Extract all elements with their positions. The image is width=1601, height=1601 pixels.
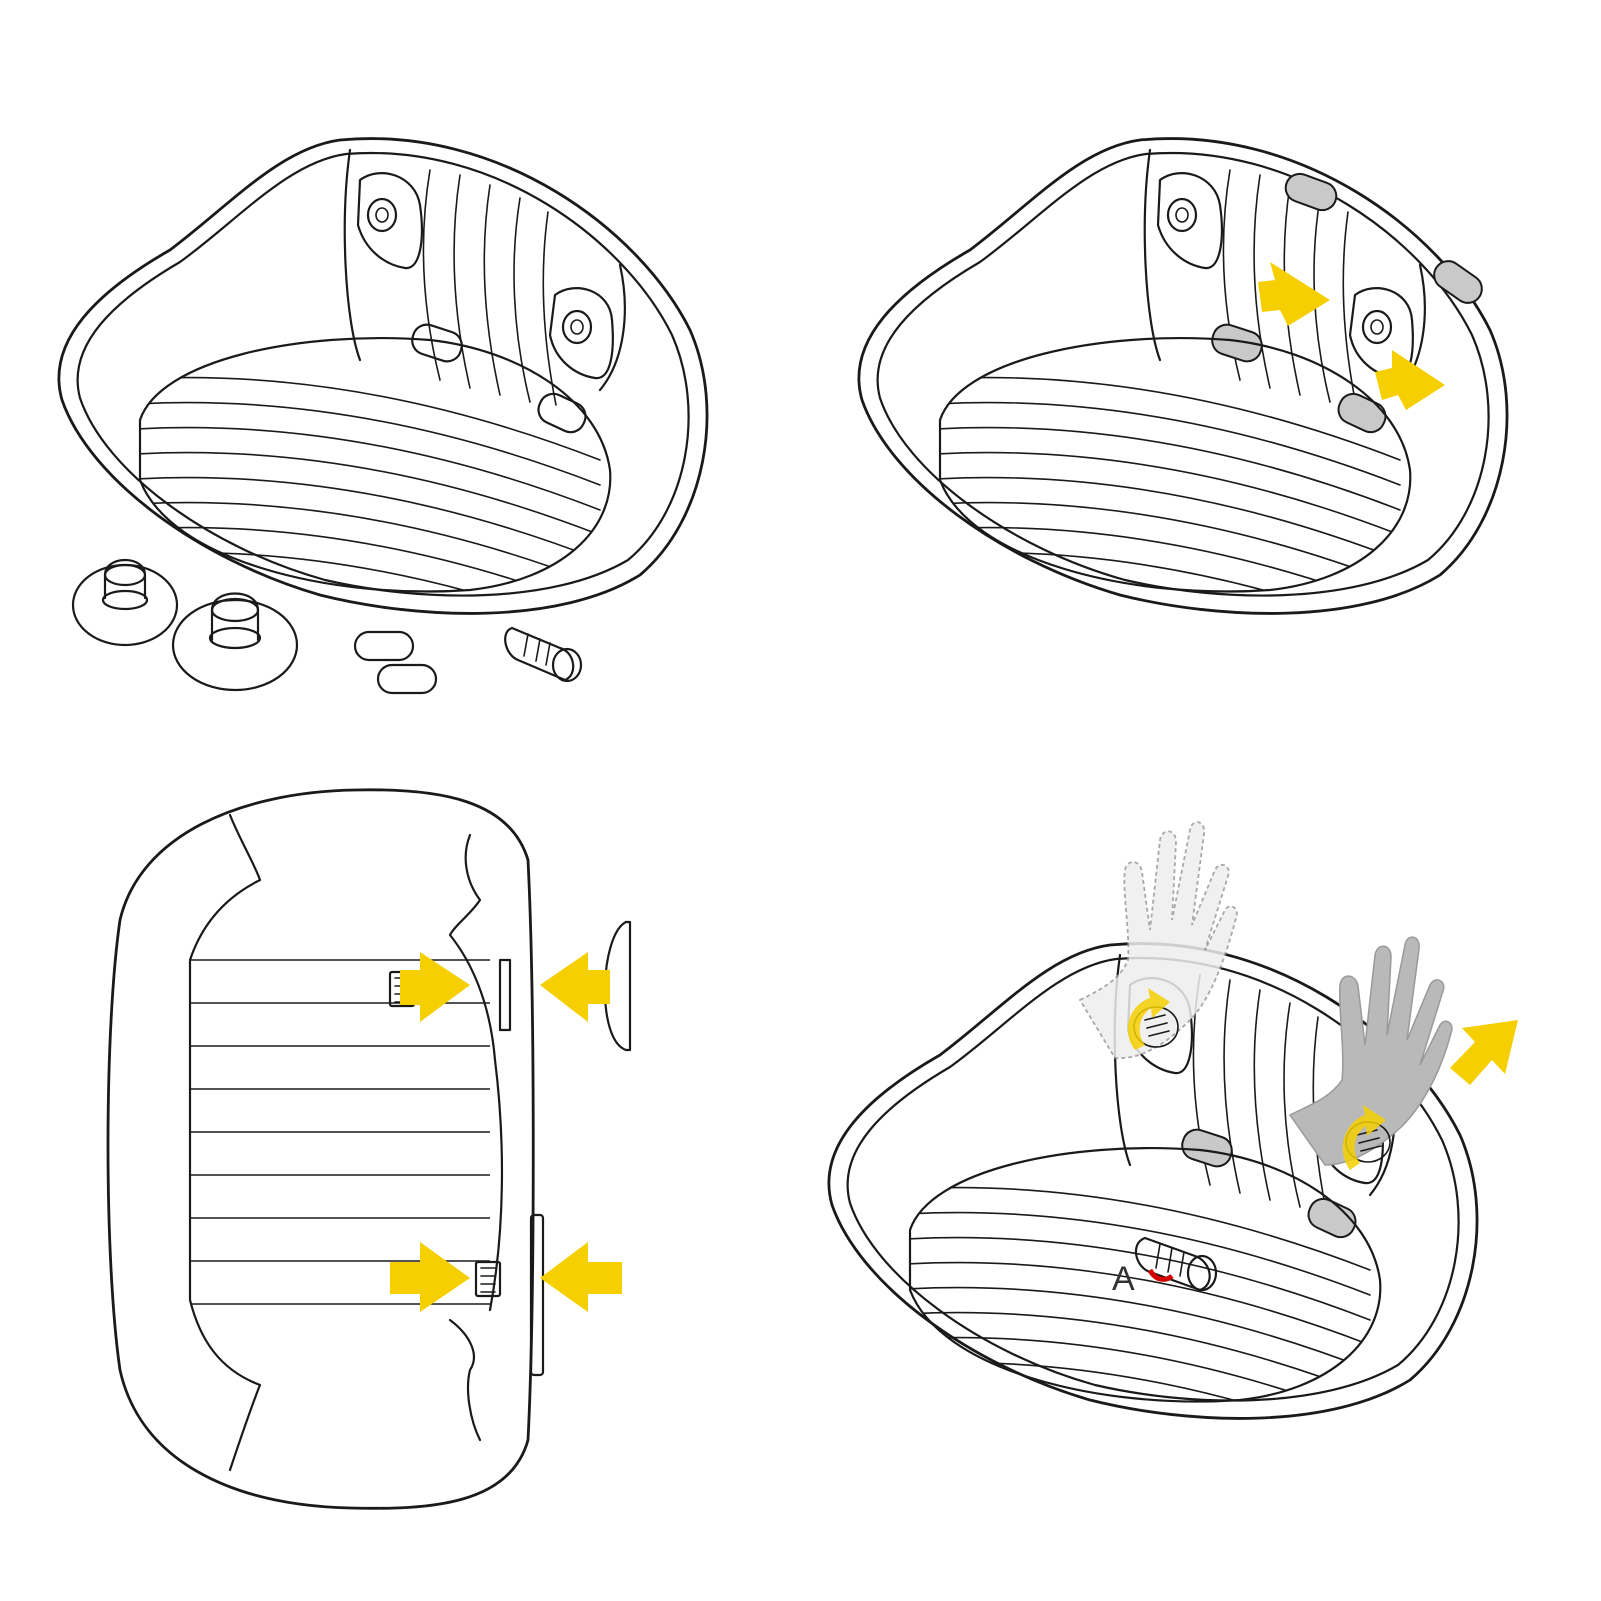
step-2-arrow-left — [1258, 262, 1330, 326]
step-1-pad-slot-left — [411, 323, 463, 363]
step-4-arrow-pull — [1450, 1020, 1518, 1085]
step-4-ghost-hand — [1078, 821, 1238, 1059]
step-4-knob-floor — [1134, 1236, 1218, 1292]
step-3-arrow-top-left — [400, 952, 470, 1022]
step-1-suction-cup-1 — [71, 559, 179, 647]
step-4-marker-dot — [1147, 1268, 1174, 1282]
step-4-hand — [1288, 936, 1453, 1170]
step-4-rotate-arrow-left — [1127, 988, 1170, 1050]
step-1-adhesive-pads — [353, 630, 438, 695]
step-4-marker-label: A — [1112, 1260, 1135, 1298]
step-1-knob — [504, 626, 583, 683]
step-3-grip-bottom — [474, 1260, 502, 1298]
step-4-pad-right — [1307, 1197, 1357, 1239]
step-2-attach-pads — [857, 137, 1509, 615]
step-3-arrow-bottom-right — [540, 1242, 622, 1312]
step-2-arrow-right — [1375, 350, 1445, 410]
step-1-basket-parts — [57, 137, 709, 695]
step-4-pad-left — [1181, 1128, 1233, 1168]
step-2-mount-boss-left — [1156, 172, 1223, 270]
step-3-arrow-top-right — [540, 952, 610, 1022]
step-1-wall-ribs — [422, 169, 557, 406]
step-3-arrow-bottom-left — [390, 1242, 470, 1312]
step-1-suction-cup-2 — [171, 592, 299, 692]
step-1-pad-slot-right — [537, 392, 587, 434]
step-4-tighten-knobs: A — [827, 821, 1518, 1420]
step-2-floor-ribs — [940, 376, 1401, 592]
step-4-wall-ribs — [1192, 974, 1327, 1211]
step-1-mount-boss-right — [548, 287, 614, 380]
step-2-pad-inner-left — [1211, 323, 1263, 363]
step-3-ribs — [190, 959, 490, 1305]
step-4-floor-ribs — [910, 1186, 1371, 1402]
step-2-pad-outer-top — [1284, 172, 1338, 212]
step-3-wall-plate — [529, 1213, 545, 1377]
step-1-floor-ribs — [140, 376, 601, 592]
step-4-rotate-arrow-right — [1342, 1105, 1386, 1170]
step-1-mount-boss-left — [356, 172, 423, 270]
step-2-pad-outer-right — [1433, 260, 1483, 304]
step-3-press-to-wall — [106, 788, 632, 1510]
